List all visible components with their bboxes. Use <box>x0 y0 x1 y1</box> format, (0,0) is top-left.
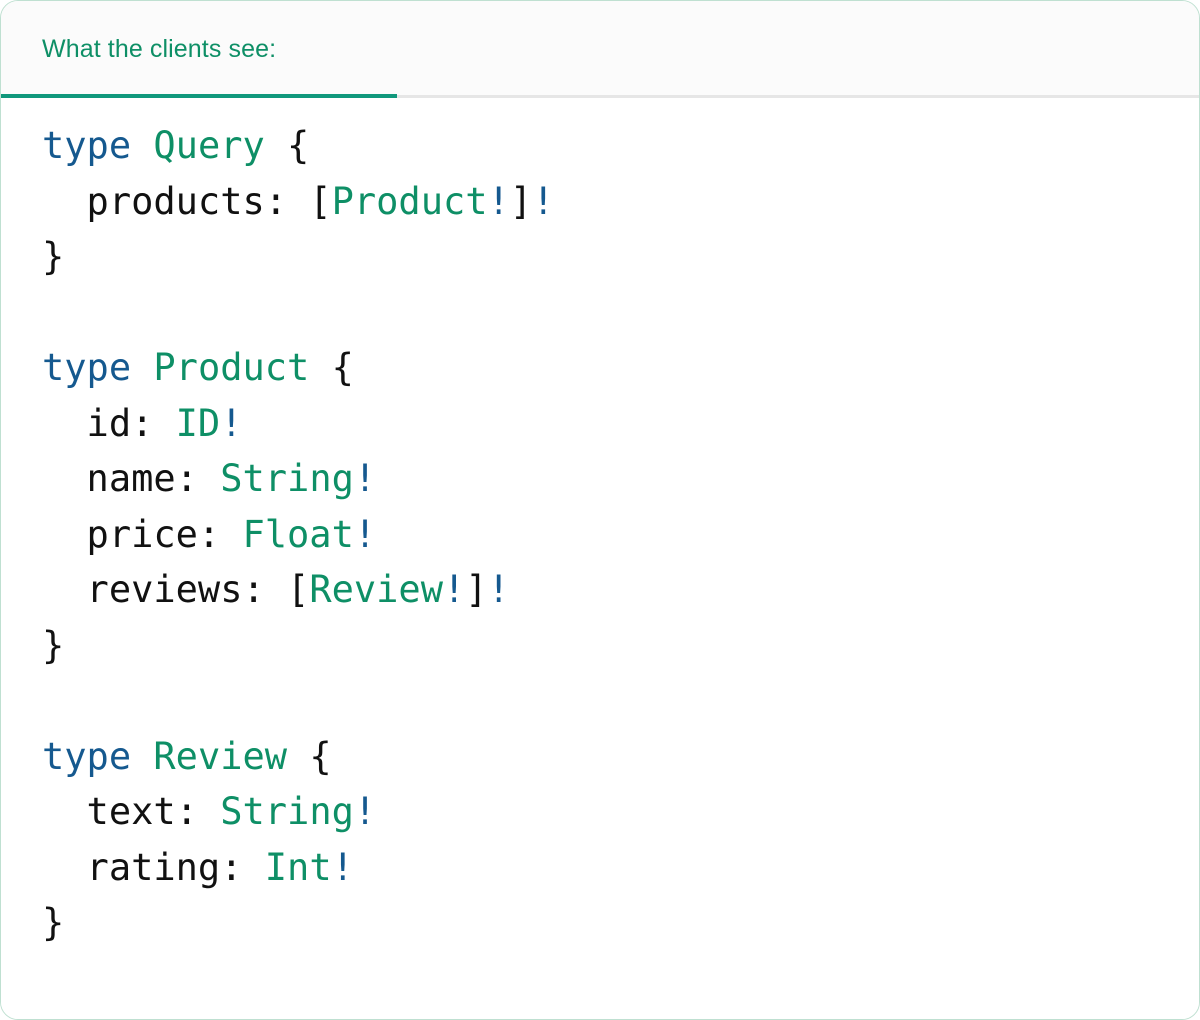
code-token: type <box>42 346 132 389</box>
code-line <box>42 285 1199 341</box>
code-token: { <box>264 124 310 167</box>
code-line: reviews: [Review!]! <box>42 562 1199 618</box>
code-line: } <box>42 229 1199 285</box>
code-token: products: [ <box>42 179 332 223</box>
code-token: ] <box>509 179 533 223</box>
code-line <box>42 673 1199 729</box>
code-line: type Review { <box>42 729 1199 785</box>
code-token: Review <box>309 568 443 611</box>
code-token: ! <box>353 512 377 556</box>
code-line: rating: Int! <box>42 840 1199 896</box>
code-token: text: <box>42 790 221 833</box>
code-token: ! <box>353 790 377 833</box>
tab-strip: What the clients see: <box>1 1 1199 98</box>
code-token: Product <box>153 346 310 389</box>
code-token: String <box>220 457 354 500</box>
code-token: ! <box>442 568 466 611</box>
code-token: } <box>42 235 65 278</box>
code-line: type Query { <box>42 118 1199 174</box>
code-line: } <box>42 895 1199 951</box>
code-token: } <box>42 623 65 667</box>
code-token: reviews: [ <box>42 568 310 611</box>
code-token: Float <box>242 512 354 556</box>
code-token: name: <box>42 457 221 500</box>
code-token: { <box>309 346 354 389</box>
code-line: type Product { <box>42 340 1199 396</box>
code-token: Int <box>264 845 332 889</box>
code-token: ! <box>220 401 243 445</box>
code-token: Review <box>153 734 288 778</box>
code-token: type <box>42 124 132 167</box>
code-token: type <box>42 734 132 778</box>
code-line: price: Float! <box>42 507 1199 563</box>
tab-what-the-clients-see[interactable]: What the clients see: <box>1 1 397 98</box>
code-token <box>131 346 153 389</box>
code-line: } <box>42 618 1199 674</box>
code-token: price: <box>42 512 243 556</box>
code-token: ! <box>331 845 354 889</box>
code-token: { <box>287 734 332 778</box>
code-line: name: String! <box>42 451 1199 507</box>
code-token <box>131 124 153 167</box>
code-panel: type Query { products: [Product!]!} type… <box>1 98 1199 1019</box>
code-token <box>131 735 153 778</box>
code-token: } <box>42 901 65 944</box>
code-token: String <box>220 790 354 833</box>
code-token: ] <box>465 568 488 611</box>
code-token: ! <box>353 457 377 500</box>
code-token: ID <box>175 401 221 445</box>
code-line: id: ID! <box>42 396 1199 452</box>
code-line: text: String! <box>42 784 1199 840</box>
code-token: ! <box>487 179 510 223</box>
code-token: Product <box>331 179 488 223</box>
code-token: ! <box>532 179 555 223</box>
code-token: id: <box>42 401 176 445</box>
code-token: Query <box>153 124 265 167</box>
code-line: products: [Product!]! <box>42 174 1199 230</box>
graphql-schema-code: type Query { products: [Product!]!} type… <box>42 118 1199 951</box>
code-token: ! <box>487 568 510 611</box>
code-token: rating: <box>42 845 265 889</box>
